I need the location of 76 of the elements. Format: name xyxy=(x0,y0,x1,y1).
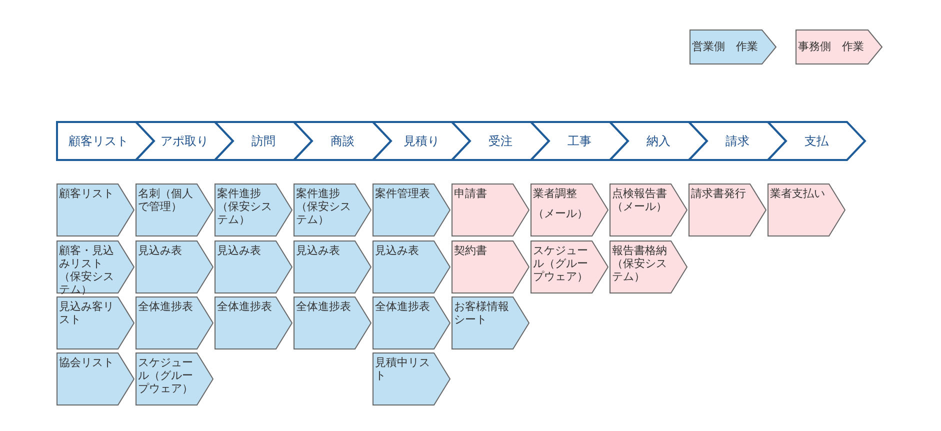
stage-label: アポ取り xyxy=(160,132,210,150)
process-step xyxy=(531,122,628,160)
task-label: 顧客・見込みリスト（保安システム） xyxy=(59,244,115,296)
stage-label: 顧客リスト xyxy=(68,132,130,150)
task-step xyxy=(136,353,213,405)
task-step xyxy=(57,297,134,349)
task-label: 申請書 xyxy=(454,187,488,200)
task-step xyxy=(768,184,845,236)
task-step xyxy=(136,241,213,293)
task-label: 全体進捗表 xyxy=(375,300,431,313)
task-step xyxy=(452,241,529,293)
task-label: 名刺（個人で管理） xyxy=(138,187,194,213)
stage-label: 訪問 xyxy=(250,132,276,150)
task-step xyxy=(610,241,687,293)
task-label: 業者支払い xyxy=(770,187,826,200)
task-step xyxy=(294,297,371,349)
task-label: 案件進捗（保安システム） xyxy=(217,187,273,226)
task-label: 見込み表 xyxy=(217,244,262,257)
task-label: 点検報告書（メール） xyxy=(612,187,668,213)
task-step xyxy=(531,241,608,293)
task-step xyxy=(57,353,134,405)
process-step xyxy=(136,122,233,160)
task-label: 全体進捗表 xyxy=(296,300,352,313)
task-step xyxy=(373,353,450,405)
task-label: スケジュール（グループウェア） xyxy=(138,356,194,395)
stage-label: 支払 xyxy=(804,132,830,150)
task-label: 請求書発行 xyxy=(691,187,747,200)
process-step xyxy=(215,122,312,160)
task-step xyxy=(373,297,450,349)
task-label: スケジュール（グループウェア） xyxy=(533,244,589,283)
stage-label: 見積り xyxy=(402,132,440,150)
process-step xyxy=(294,122,391,160)
task-label: 契約書 xyxy=(454,244,488,257)
task-label: 見積中リスト xyxy=(375,356,431,382)
process-step xyxy=(452,122,549,160)
task-label: 業者調整 xyxy=(533,187,578,200)
task-label: 見込み表 xyxy=(296,244,341,257)
task-step xyxy=(57,241,134,293)
stage-label: 請求 xyxy=(724,132,750,150)
task-step xyxy=(136,184,213,236)
task-label: 見込み客リスト xyxy=(59,300,115,326)
task-step xyxy=(294,184,371,236)
stage-label: 受注 xyxy=(488,132,514,150)
stage-label: 商談 xyxy=(330,132,356,150)
process-step xyxy=(373,122,470,160)
task-label: 見込み表 xyxy=(138,244,183,257)
stage-label: 工事 xyxy=(566,132,592,150)
task-step xyxy=(610,184,687,236)
task-step xyxy=(373,241,450,293)
legend-label: 営業側 作業 xyxy=(692,40,758,53)
task-label: 案件進捗（保安システム） xyxy=(296,187,352,226)
task-step xyxy=(373,184,450,236)
process-step xyxy=(768,122,865,160)
task-label: 全体進捗表 xyxy=(138,300,194,313)
task-step xyxy=(215,241,292,293)
task-label: 案件管理表 xyxy=(375,187,431,200)
task-step xyxy=(294,241,371,293)
stage-label: 納入 xyxy=(646,132,672,150)
task-step xyxy=(689,184,766,236)
task-label: 全体進捗表 xyxy=(217,300,273,313)
task-step xyxy=(452,297,529,349)
task-step xyxy=(531,184,608,236)
task-step xyxy=(57,184,134,236)
task-step xyxy=(215,297,292,349)
task-step xyxy=(136,297,213,349)
task-step xyxy=(452,184,529,236)
task-label: 協会リスト xyxy=(59,356,115,369)
task-label: （メール） xyxy=(533,207,589,220)
task-label: 見込み表 xyxy=(375,244,420,257)
task-label: お客様情報シート xyxy=(454,300,510,326)
task-label: 報告書格納（保安システム） xyxy=(612,244,668,283)
process-step xyxy=(610,122,707,160)
task-step xyxy=(215,184,292,236)
process-step xyxy=(689,122,786,160)
task-label: 顧客リスト xyxy=(59,187,115,200)
legend-label: 事務側 作業 xyxy=(798,40,864,53)
